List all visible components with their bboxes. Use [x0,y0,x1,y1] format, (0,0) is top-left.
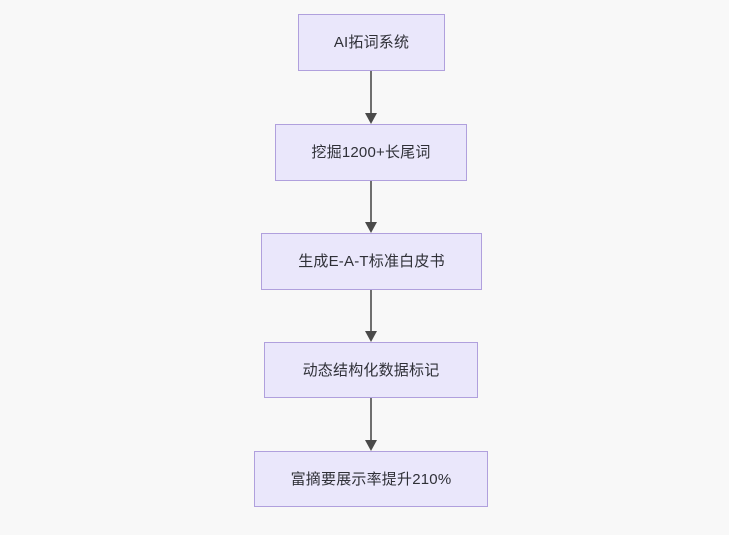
flow-node-rich-snippet-result[interactable]: 富摘要展示率提升210% [254,451,488,507]
flow-node-label: 富摘要展示率提升210% [290,470,452,488]
flow-edge-3-4 [365,290,377,342]
flow-node-label: 动态结构化数据标记 [302,361,440,379]
flow-node-label: AI拓词系统 [333,34,410,51]
flow-node-label: 挖掘1200+长尾词 [311,144,431,161]
flow-node-label: 生成E-A-T标准白皮书 [298,253,445,270]
flow-edge-2-3 [365,181,377,233]
flow-edge-4-5 [365,398,377,451]
flow-node-eat-whitepaper[interactable]: 生成E-A-T标准白皮书 [261,233,482,290]
flow-edge-1-2 [365,71,377,124]
flow-node-ai-keyword-system[interactable]: AI拓词系统 [298,14,445,71]
flow-node-structured-data-markup[interactable]: 动态结构化数据标记 [264,342,478,398]
flow-node-longtail-keywords[interactable]: 挖掘1200+长尾词 [275,124,467,181]
